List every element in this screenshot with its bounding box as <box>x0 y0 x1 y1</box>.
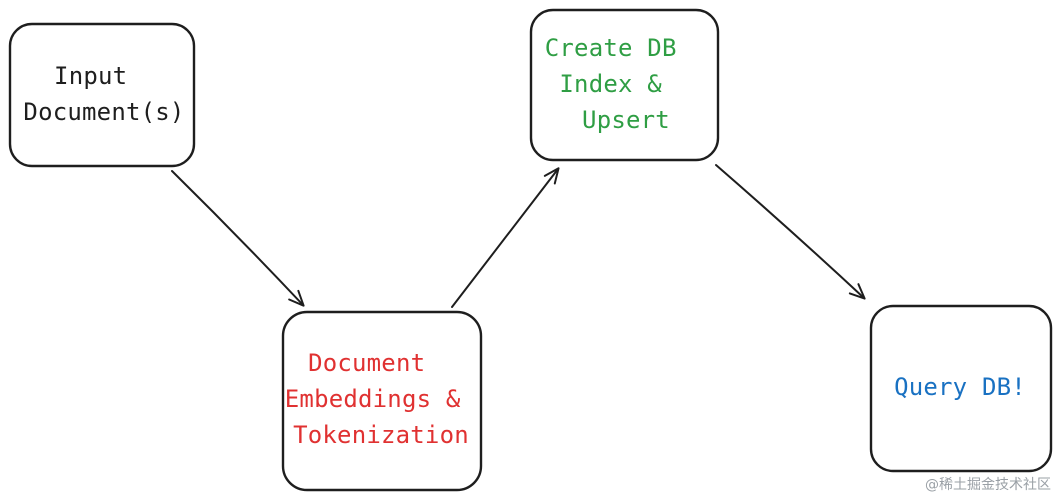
node-label-line: Document(s) <box>23 98 184 126</box>
node-label: Document Embeddings & Tokenization <box>285 349 475 449</box>
node-box <box>529 8 720 162</box>
watermark: @稀土掘金技术社区 <box>925 477 1051 493</box>
node-input-document: Input Document(s) <box>8 22 196 168</box>
node-label-line: Document <box>308 349 425 377</box>
arrow-input-to-embeddings <box>171 170 305 307</box>
node-box <box>8 22 196 168</box>
node-label-line: Create DB <box>545 34 677 62</box>
node-label-line: Tokenization <box>293 421 469 449</box>
node-label: Input Document(s) <box>23 62 184 126</box>
node-label-line: Upsert <box>582 106 670 134</box>
node-box <box>869 304 1053 473</box>
node-label-line: Input <box>54 62 127 90</box>
node-document-embeddings: Document Embeddings & Tokenization <box>281 310 483 492</box>
node-label-line: Query DB! <box>894 373 1026 401</box>
node-query-db: Query DB! <box>869 304 1053 473</box>
arrow-embeddings-to-index <box>451 167 560 308</box>
node-label: Query DB! <box>894 373 1026 401</box>
node-label: Create DB Index & Upsert <box>545 34 692 134</box>
arrow-index-to-query <box>715 164 866 300</box>
node-label-line: Index & <box>559 70 662 98</box>
node-label-line: Embeddings & <box>285 385 461 413</box>
node-create-db-index: Create DB Index & Upsert <box>529 8 720 162</box>
node-box <box>281 310 483 492</box>
